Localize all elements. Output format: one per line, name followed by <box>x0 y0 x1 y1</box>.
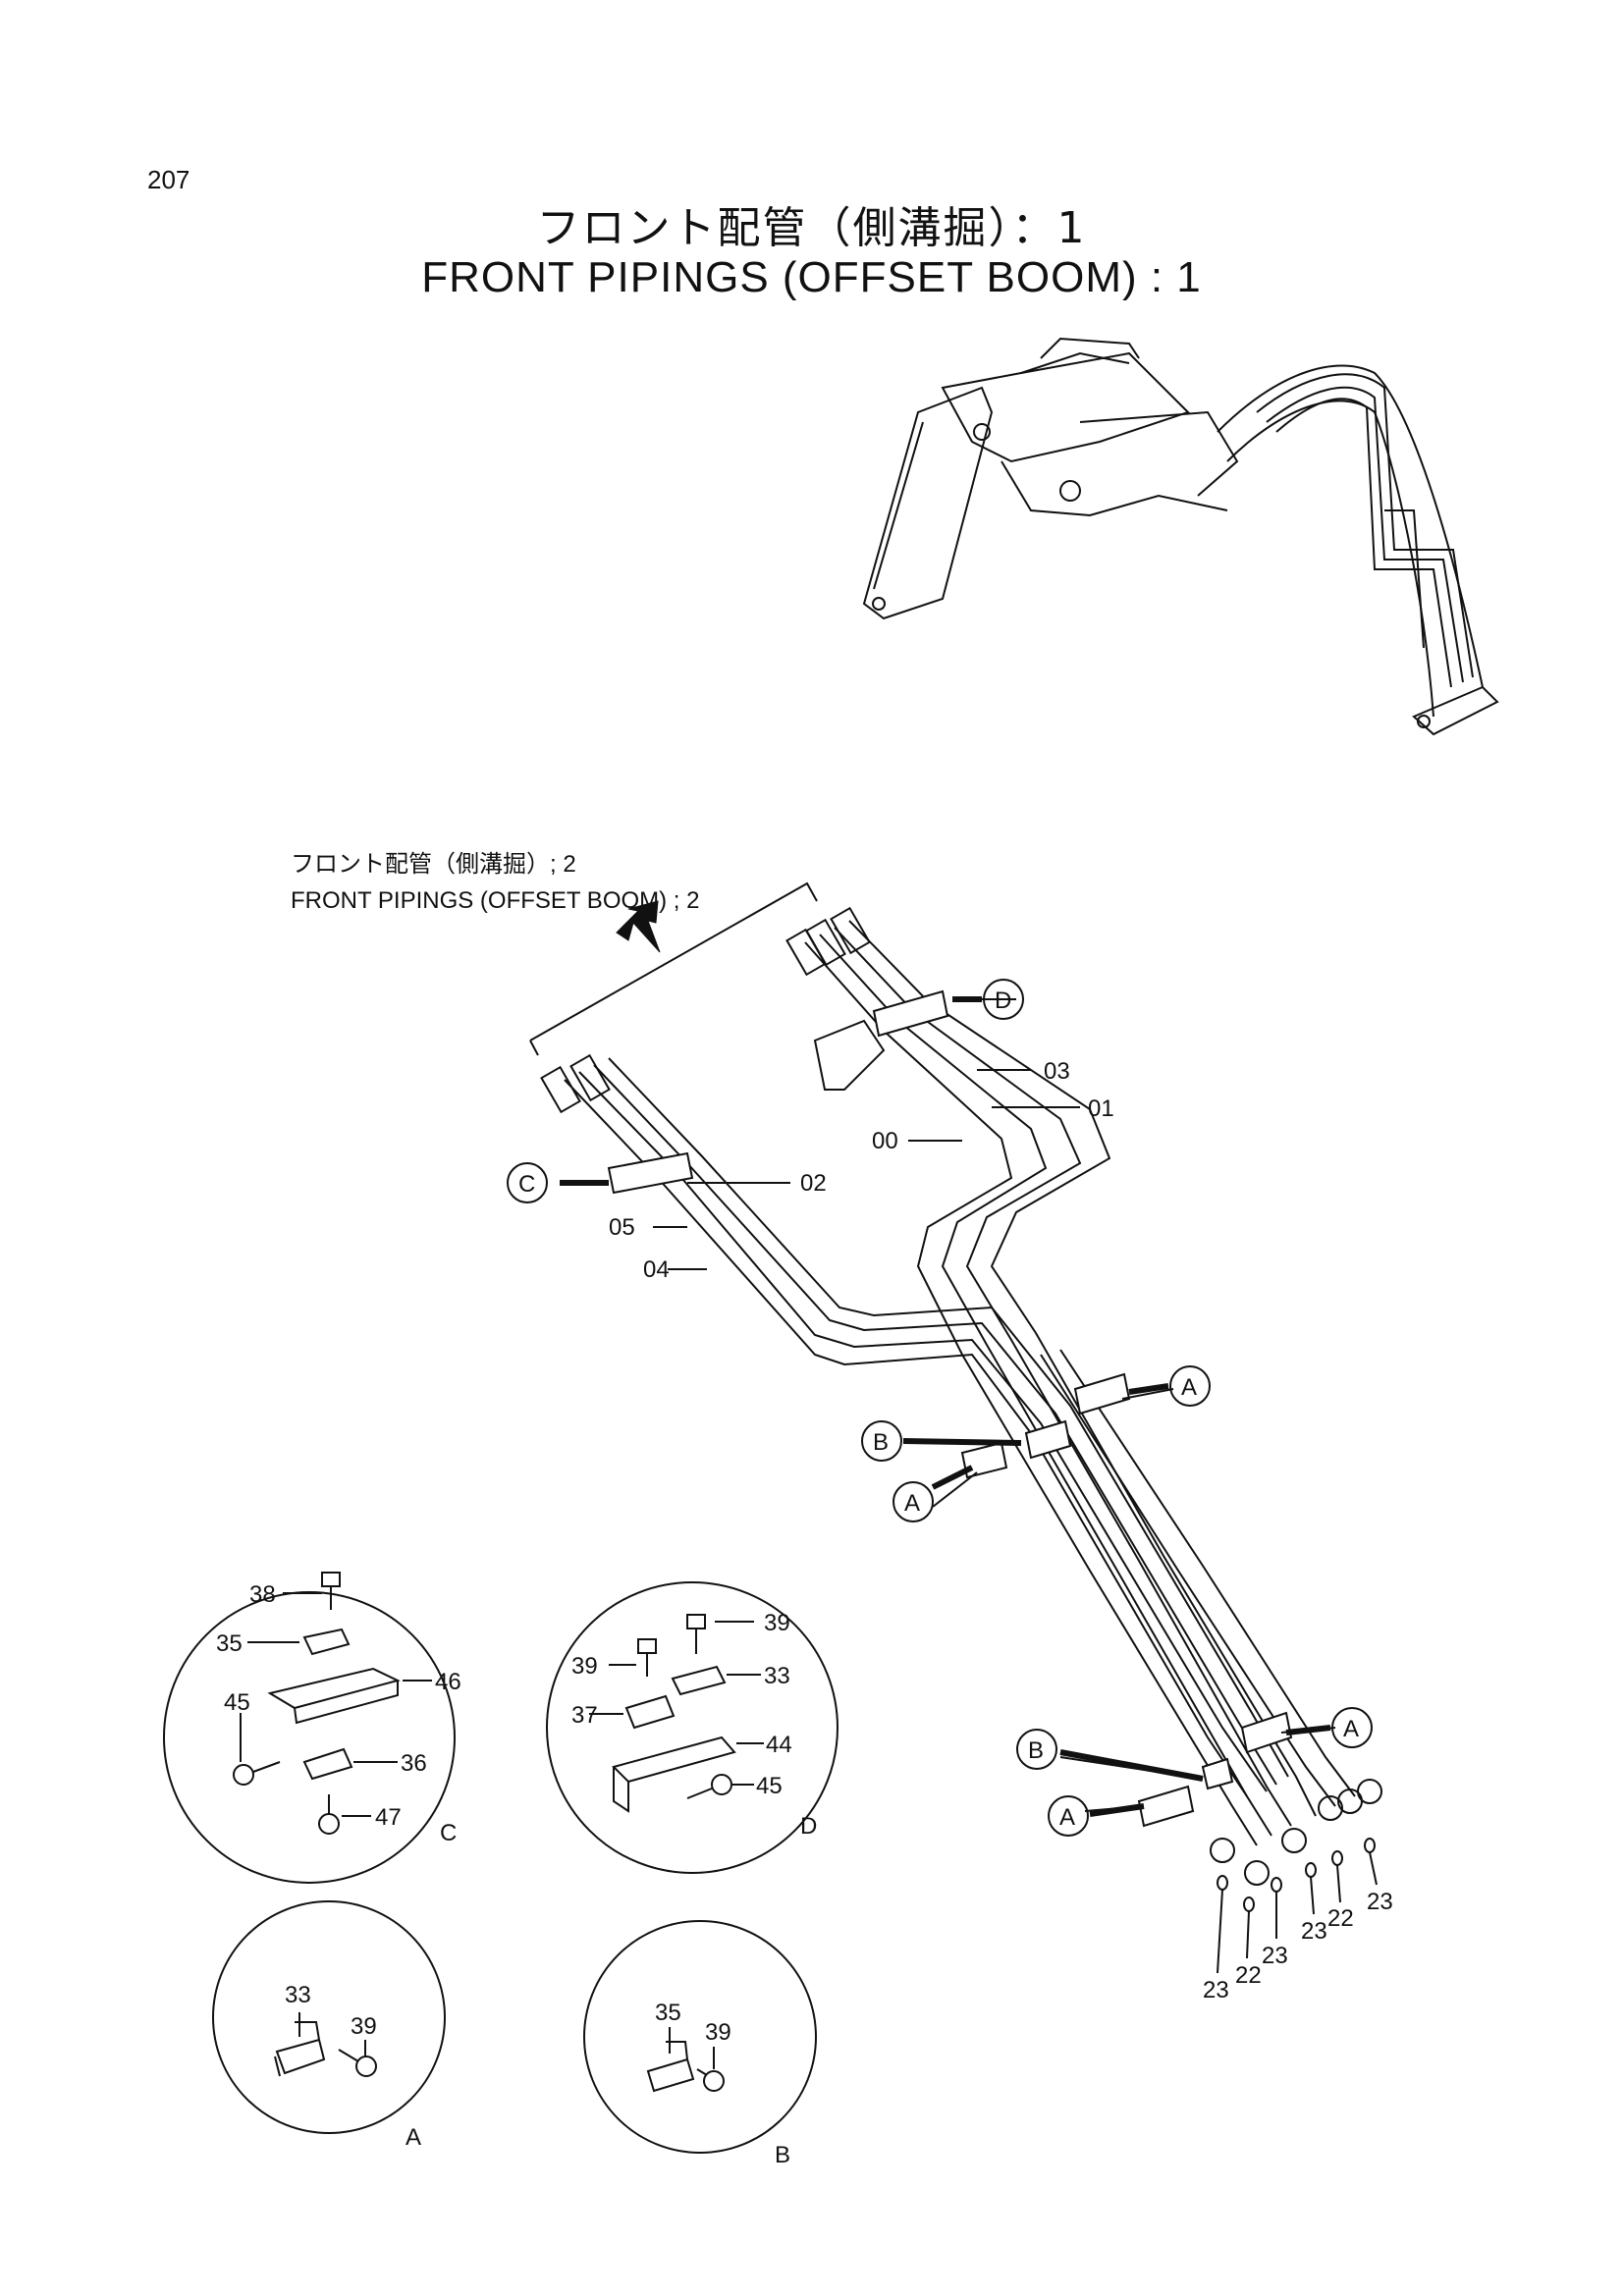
detail-ref-a-callout-2: A <box>893 1465 974 1522</box>
detail-ref-b-callout-1: B <box>861 1420 1022 1462</box>
page-number: 207 <box>147 165 190 194</box>
part-label-23-c: 23 <box>1301 1918 1327 1945</box>
bolt-icon <box>233 1761 281 1786</box>
part-label-35-b: 35 <box>655 2000 681 2026</box>
detail-ref-b-label-1: B <box>873 1429 889 1456</box>
part-label-22-b: 22 <box>1327 1905 1354 1932</box>
part-label-22-a: 22 <box>1235 1962 1262 1989</box>
part-label-39-a: 39 <box>764 1610 790 1636</box>
part-label-37: 37 <box>571 1702 598 1729</box>
part-label-33-a: 33 <box>285 1982 311 2008</box>
part-label-39-a-view: 39 <box>351 2013 377 2040</box>
clamp-half-icon <box>302 1747 353 1781</box>
break-line <box>529 881 818 1041</box>
bolt-icon <box>637 1638 657 1677</box>
part-label-05: 05 <box>609 1214 635 1241</box>
detail-c-label: C <box>440 1820 457 1846</box>
part-label-35: 35 <box>216 1630 243 1657</box>
part-label-38: 38 <box>249 1581 276 1608</box>
clamp-half-icon <box>302 1628 351 1656</box>
continuation-arrow-icon <box>616 900 661 953</box>
part-label-23-a: 23 <box>1203 1977 1229 2003</box>
part-label-00: 00 <box>872 1128 898 1154</box>
part-label-39-b: 39 <box>571 1653 598 1680</box>
detail-a-view: 33 39 A <box>212 1900 446 2151</box>
detail-ref-c-callout: C <box>507 1162 609 1203</box>
part-label-39-b-view: 39 <box>705 2019 731 2046</box>
bolt-icon <box>686 1614 706 1654</box>
part-label-33: 33 <box>764 1663 790 1689</box>
bolt-icon <box>318 1794 340 1835</box>
part-label-02: 02 <box>800 1170 827 1197</box>
clamp-half-icon <box>274 2021 326 2077</box>
detail-ref-a-label-1: A <box>1181 1374 1197 1401</box>
detail-ref-a-callout-1: A <box>1128 1365 1211 1407</box>
part-label-45: 45 <box>224 1689 250 1716</box>
bracket-icon <box>612 1735 736 1813</box>
detail-ref-a-label-4: A <box>1059 1804 1075 1831</box>
detail-ref-a-label-2: A <box>904 1490 920 1517</box>
part-label-47: 47 <box>375 1804 402 1831</box>
o-ring-leaders <box>1217 1838 1378 1974</box>
part-label-46: 46 <box>435 1669 461 1695</box>
detail-ref-a-callout-4: A <box>1048 1795 1145 1837</box>
part-label-04: 04 <box>643 1256 670 1283</box>
detail-ref-b-callout-2: B <box>1016 1729 1204 1782</box>
detail-ref-a-callout-3: A <box>1285 1707 1373 1748</box>
bolt-icon <box>321 1572 341 1610</box>
page-title-japanese: フロント配管（側溝掘）：1 <box>536 203 1087 253</box>
page-title-english: FRONT PIPINGS (OFFSET BOOM) : 1 <box>421 253 1202 301</box>
clamp-half-icon <box>671 1665 727 1696</box>
clamp-half-icon <box>624 1694 676 1730</box>
part-label-23-d: 23 <box>1367 1889 1393 1915</box>
part-label-44: 44 <box>766 1732 792 1758</box>
pipe-bundle <box>564 920 1356 1846</box>
continuation-label-japanese: フロント配管（側溝掘）; 2 <box>291 851 576 878</box>
clamp-half-icon <box>646 2041 695 2093</box>
detail-b-label: B <box>775 2142 790 2168</box>
part-label-36: 36 <box>401 1750 427 1777</box>
detail-ref-d-callout: D <box>952 979 1024 1020</box>
pipe-clamps <box>607 989 1293 1828</box>
detail-a-label: A <box>406 2124 421 2151</box>
detail-ref-c-label: C <box>518 1171 535 1198</box>
pipe-end-fittings <box>540 906 1382 1886</box>
bolt-icon <box>338 2049 377 2077</box>
detail-ref-b-label-2: B <box>1028 1737 1044 1764</box>
bracket-icon <box>267 1667 401 1725</box>
part-label-23-b: 23 <box>1262 1943 1288 1969</box>
detail-ref-d-label: D <box>995 988 1011 1014</box>
bolt-icon <box>686 1774 732 1799</box>
detail-d-view: 39 39 33 37 44 45 D <box>546 1581 839 1874</box>
part-label-45-d: 45 <box>756 1773 783 1799</box>
detail-b-view: 35 39 B <box>583 1920 817 2168</box>
part-label-03: 03 <box>1044 1058 1070 1085</box>
detail-d-label: D <box>800 1813 817 1840</box>
bolt-icon <box>696 2068 725 2092</box>
detail-ref-a-label-3: A <box>1343 1716 1359 1742</box>
excavator-overview-illustration <box>862 337 1499 736</box>
detail-c-view: 38 35 46 45 36 47 C <box>163 1572 461 1884</box>
part-label-01: 01 <box>1088 1095 1114 1122</box>
